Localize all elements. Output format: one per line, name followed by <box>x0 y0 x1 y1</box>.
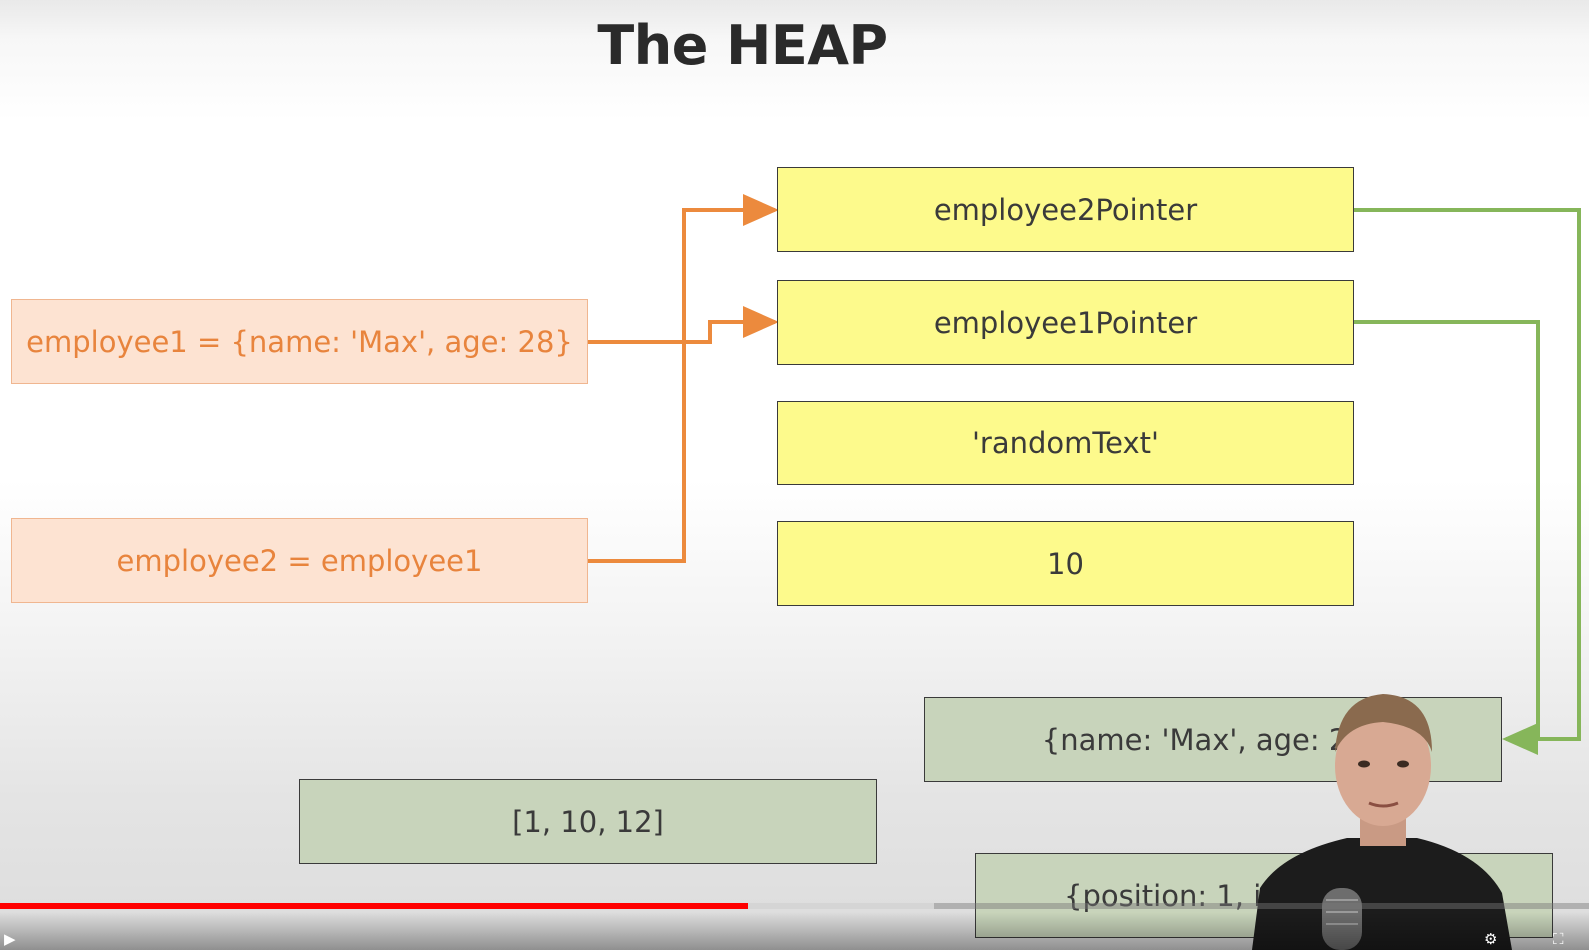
pointer-number: 10 <box>777 521 1354 606</box>
arrow-pointer1-to-heap <box>1354 320 1540 741</box>
stack-employee1: employee1 = {name: 'Max', age: 28} <box>11 299 588 384</box>
pointer-random-text: 'randomText' <box>777 401 1354 485</box>
arrow-employee2-to-pointer <box>588 194 779 563</box>
stack-employee2: employee2 = employee1 <box>11 518 588 603</box>
heap-max-object-label: {name: 'Max', age: 28} <box>1041 722 1385 757</box>
pointer-employee1: employee1Pointer <box>777 280 1354 365</box>
pointer-employee1-label: employee1Pointer <box>933 305 1198 340</box>
play-icon[interactable]: ▶ <box>4 930 16 948</box>
heap-array-label: [1, 10, 12] <box>512 804 664 839</box>
presenter-webcam <box>1252 694 1512 950</box>
pointer-number-label: 10 <box>1047 546 1084 581</box>
settings-icon[interactable]: ⚙ <box>1484 930 1498 948</box>
player-controls: ▶ ⚙ ⛶ <box>0 912 1589 950</box>
pointer-employee2: employee2Pointer <box>777 167 1354 252</box>
pointer-random-text-label: 'randomText' <box>971 426 1160 460</box>
arrow-employee1-to-pointer <box>588 306 779 344</box>
fullscreen-icon[interactable]: ⛶ <box>1553 930 1564 948</box>
video-progress-bar[interactable] <box>0 903 1589 909</box>
heap-position-object-label: {position: 1, isA <box>1064 878 1297 913</box>
slide-title: The HEAP <box>597 14 888 77</box>
stack-employee2-label: employee2 = employee1 <box>116 543 483 578</box>
arrow-pointer2-to-heap <box>1354 208 1581 755</box>
pointer-employee2-label: employee2Pointer <box>933 192 1198 227</box>
heap-array: [1, 10, 12] <box>299 779 877 864</box>
progress-played <box>0 903 749 909</box>
stack-employee1-label: employee1 = {name: 'Max', age: 28} <box>26 324 573 359</box>
